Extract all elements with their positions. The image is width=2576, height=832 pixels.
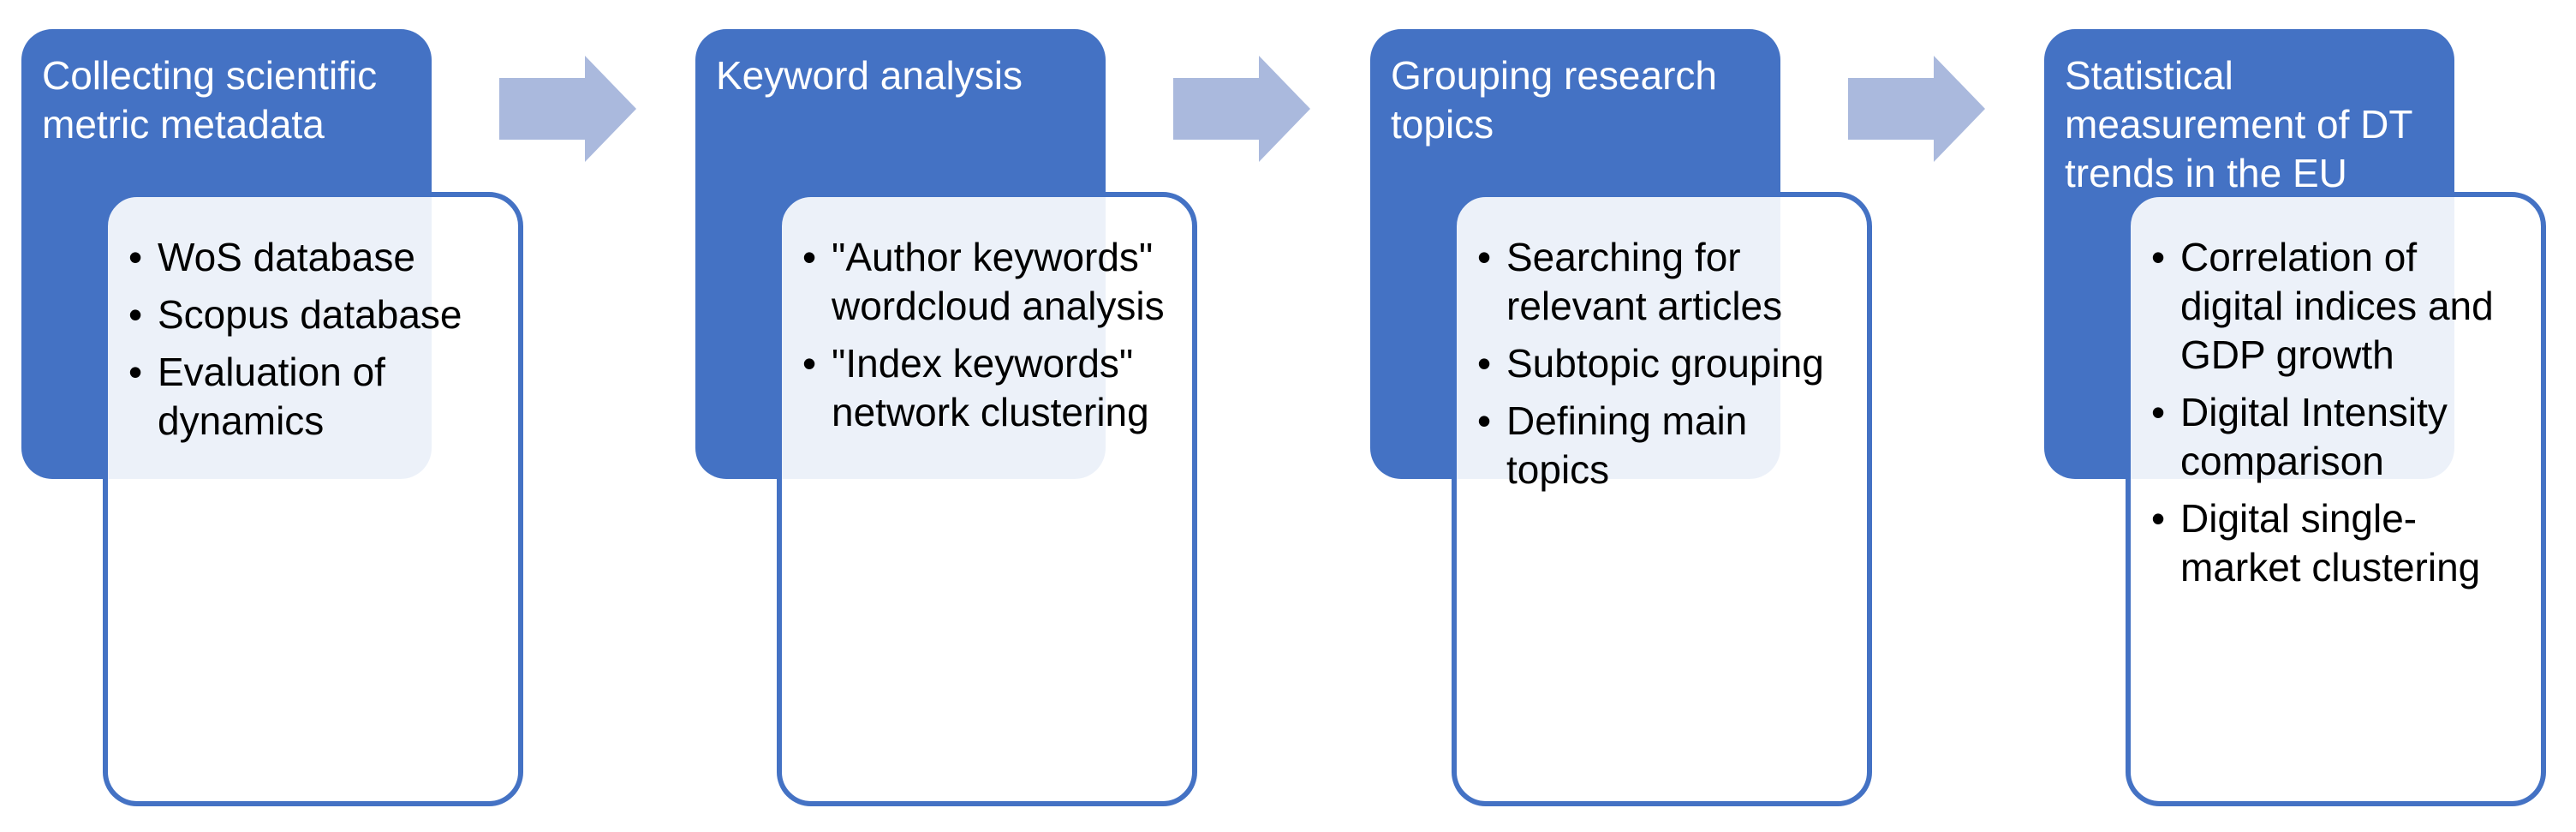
step-3-bullet-list: Searching for relevant articles Subtopic…	[1474, 233, 1852, 494]
step-3-bullet-item: Searching for relevant articles	[1474, 233, 1852, 331]
step-4-bullet-item: Correlation of digital indices and GDP g…	[2148, 233, 2525, 380]
step-2-title: Keyword analysis	[716, 53, 1023, 98]
step-3-bullet-item: Defining main topics	[1474, 397, 1852, 494]
step-2: Keyword analysis "Author keywords" wordc…	[695, 0, 1209, 832]
arrow-3-shape	[1848, 56, 1985, 162]
step-1-detail-box: WoS database Scopus database Evaluation …	[103, 192, 523, 806]
step-4-bullet-list: Correlation of digital indices and GDP g…	[2148, 233, 2525, 592]
step-2-detail-box: "Author keywords" wordcloud analysis "In…	[777, 192, 1197, 806]
step-1: Collecting scientific metric metadata Wo…	[21, 0, 535, 832]
step-1-bullet-item: Scopus database	[125, 290, 503, 339]
step-2-bullet-item: "Index keywords" network clustering	[799, 339, 1177, 437]
step-2-bullet-list: "Author keywords" wordcloud analysis "In…	[799, 233, 1177, 437]
arrow-2-shape	[1173, 56, 1310, 162]
step-3-bullet-item: Subtopic grouping	[1474, 339, 1852, 388]
step-4: Statistical measurement of DT trends in …	[2044, 0, 2558, 832]
step-4-title: Statistical measurement of DT trends in …	[2065, 53, 2412, 195]
step-3-title: Grouping research topics	[1391, 53, 1717, 147]
arrow-right-icon	[1173, 56, 1310, 162]
arrow-1-shape	[499, 56, 636, 162]
step-1-bullet-list: WoS database Scopus database Evaluation …	[125, 233, 503, 446]
step-4-bullet-item: Digital Intensity comparison	[2148, 388, 2525, 486]
arrow-right-icon	[1848, 56, 1985, 162]
step-3: Grouping research topics Searching for r…	[1370, 0, 1884, 832]
step-1-bullet-item: WoS database	[125, 233, 503, 282]
step-2-bullet-item: "Author keywords" wordcloud analysis	[799, 233, 1177, 331]
step-1-bullet-item: Evaluation of dynamics	[125, 348, 503, 446]
step-3-detail-box: Searching for relevant articles Subtopic…	[1452, 192, 1872, 806]
step-1-title: Collecting scientific metric metadata	[42, 53, 378, 147]
step-4-detail-box: Correlation of digital indices and GDP g…	[2126, 192, 2546, 806]
arrow-right-icon	[499, 56, 636, 162]
step-4-bullet-item: Digital single-market clustering	[2148, 494, 2525, 592]
